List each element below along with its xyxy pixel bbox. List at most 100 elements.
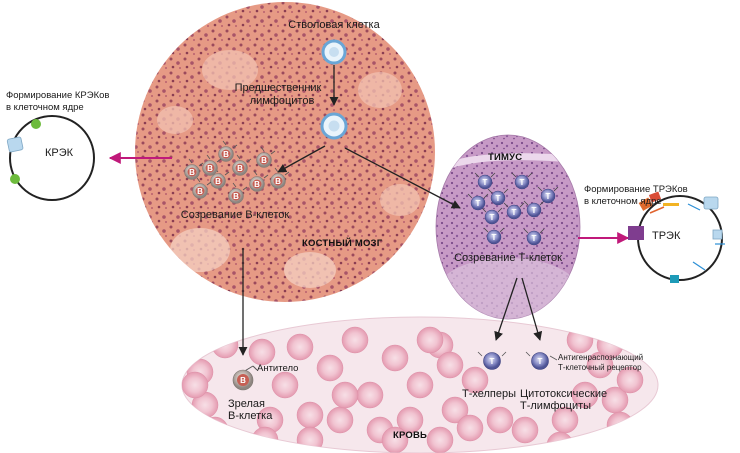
svg-text:T: T	[520, 178, 525, 187]
red-blood-cell	[571, 381, 599, 409]
svg-text:T: T	[512, 208, 517, 217]
red-blood-cell	[381, 426, 409, 453]
svg-text:T: T	[532, 206, 537, 215]
label-bone-marrow: КОСТНЫЙ МОЗГ	[302, 237, 383, 249]
svg-text:B: B	[254, 180, 260, 189]
label-stem-cell: Стволовая клетка	[288, 19, 380, 31]
red-blood-cell	[441, 396, 469, 424]
krek-ring-label: КРЭК	[45, 147, 74, 159]
red-blood-cell	[381, 344, 409, 372]
label-t-helpers: Т-хелперы	[462, 388, 516, 400]
t-cell: T	[474, 172, 496, 190]
red-blood-cell	[416, 326, 444, 354]
svg-text:T: T	[490, 213, 495, 222]
t-cell: T	[523, 200, 545, 218]
arrow-thymus-to-helpers	[494, 277, 518, 341]
red-blood-cell	[396, 406, 424, 434]
red-blood-cell	[511, 416, 539, 444]
svg-text:T: T	[546, 192, 551, 201]
svg-text:B: B	[275, 177, 281, 186]
label-kreks-title-line2: в клеточном ядре	[6, 102, 84, 113]
label-treks-title-line1: Формирование ТРЭКов	[584, 184, 688, 195]
svg-text:T: T	[492, 233, 497, 242]
red-blood-cell	[182, 371, 209, 399]
red-blood-cell	[248, 338, 276, 366]
svg-text:T: T	[538, 357, 543, 366]
svg-text:B: B	[215, 177, 221, 186]
red-blood-cell	[296, 426, 324, 453]
b-cell: B	[228, 182, 248, 204]
label-blood: КРОВЬ	[393, 430, 427, 441]
mature-b-cell: B	[232, 365, 258, 391]
red-blood-cell	[316, 354, 344, 382]
label-tcr-line1: Антигенраспознающий	[558, 353, 643, 362]
bone-marrow-region	[135, 2, 435, 302]
svg-text:B: B	[223, 150, 229, 159]
b-cell: B	[256, 146, 276, 168]
trek-rearranged-segments	[628, 191, 725, 283]
red-blood-cell	[606, 411, 634, 439]
krek-green-dot-bottom	[10, 174, 20, 184]
svg-text:B: B	[189, 168, 195, 177]
flow-arrows	[108, 65, 630, 356]
krek-gene-segment-box	[6, 136, 24, 153]
svg-text:B: B	[233, 192, 239, 201]
label-tcr-line2: Т-клеточный рецептор	[558, 363, 642, 372]
t-cell: T	[481, 207, 503, 225]
trek-ring-label: ТРЭК	[652, 230, 681, 242]
red-blood-cell	[461, 366, 489, 394]
red-blood-cell	[341, 326, 369, 354]
b-cell: B	[232, 154, 252, 176]
red-blood-cell	[271, 371, 299, 399]
svg-text:T: T	[490, 357, 495, 366]
arrow-thymus-to-cytotoxic	[521, 277, 543, 341]
red-blood-cell	[356, 381, 384, 409]
red-blood-cell	[211, 331, 239, 359]
t-cell: T	[487, 188, 509, 206]
svg-text:B: B	[237, 164, 243, 173]
label-t-maturation: Созревание Т-клеток	[454, 252, 562, 264]
label-cytotoxic-line1: Цитотоксические	[520, 388, 607, 400]
krek-ring-diagram: КРЭК	[6, 115, 95, 201]
label-treks-title-line2: в клеточном ядре	[584, 196, 662, 207]
b-cell: B	[192, 177, 212, 199]
label-b-maturation: Созревание В-клеток	[181, 209, 290, 221]
krek-green-dot-top	[31, 119, 41, 129]
label-precursor-line1: Предшественник	[235, 82, 322, 94]
arrow-precursor-to-b	[277, 145, 326, 173]
svg-text:T: T	[476, 199, 481, 208]
red-blood-cell	[616, 366, 644, 394]
t-cell: T	[537, 186, 559, 204]
red-blood-cell	[201, 416, 229, 444]
b-cell: B	[210, 167, 230, 189]
red-blood-cell	[456, 414, 484, 442]
label-mature-b-line1: Зрелая	[228, 398, 265, 410]
red-blood-cell	[326, 406, 354, 434]
red-blood-cell	[296, 401, 324, 429]
t-cell: T	[511, 172, 533, 190]
cytotoxic-t-cell: T	[525, 351, 558, 370]
label-thymus: ТИМУС	[488, 152, 522, 163]
b-cell: B	[218, 140, 238, 162]
arrow-precursor-to-thymus	[344, 147, 461, 209]
b-cell: B	[202, 154, 222, 176]
svg-text:T: T	[532, 234, 537, 243]
red-blood-cell	[486, 406, 514, 434]
label-kreks-title-line1: Формирование КРЭКов	[6, 90, 109, 101]
red-blood-cell	[436, 351, 464, 379]
red-blood-cell	[251, 426, 279, 453]
b-cell: B	[184, 158, 204, 180]
red-blood-cell	[331, 381, 359, 409]
thymus-region	[435, 134, 581, 320]
red-blood-cell	[426, 426, 454, 453]
label-mature-b-line2: В-клетка	[228, 410, 273, 422]
label-precursor-line2: лимфоцитов	[250, 95, 315, 107]
red-blood-cell	[406, 371, 434, 399]
stem-cell	[321, 39, 347, 65]
t-cell: T	[523, 228, 545, 246]
b-cell: B	[249, 170, 269, 192]
svg-text:T: T	[496, 194, 501, 203]
